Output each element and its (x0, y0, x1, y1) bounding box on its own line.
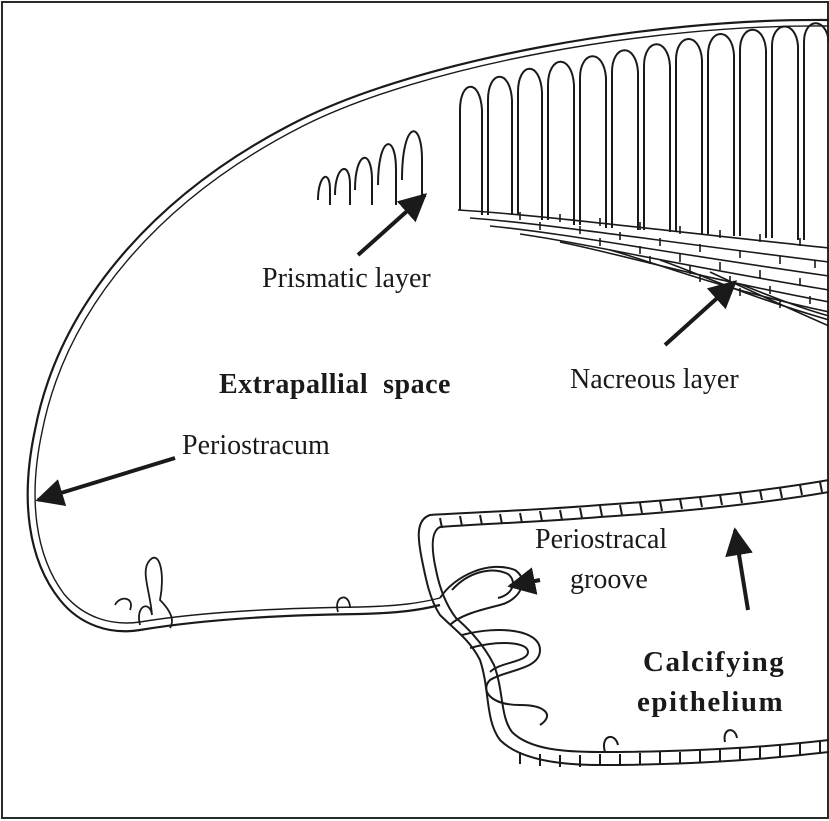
label-calcifying-line2: epithelium (637, 688, 784, 717)
arrow-nacreous (665, 282, 735, 345)
arrow-periostracum (38, 458, 175, 500)
prismatic-columns (318, 23, 829, 240)
label-calcifying-line1: Calcifying (643, 648, 785, 677)
label-nacreous-layer: Nacreous layer (570, 366, 739, 394)
label-periostracal-line2: groove (570, 566, 648, 594)
label-periostracum: Periostracum (182, 432, 330, 460)
label-extrapallial-space: Extrapallial space (219, 371, 451, 399)
nacreous-layers (458, 210, 829, 326)
arrow-calcifying-epithelium (735, 530, 748, 610)
arrow-prismatic (358, 195, 425, 255)
label-periostracal-line1: Periostracal (535, 526, 667, 554)
mantle-edge-bumps (115, 558, 350, 628)
periostracum-inner (35, 26, 829, 623)
label-prismatic-layer: Prismatic layer (262, 265, 431, 293)
arrow-periostracal-groove (510, 580, 540, 586)
